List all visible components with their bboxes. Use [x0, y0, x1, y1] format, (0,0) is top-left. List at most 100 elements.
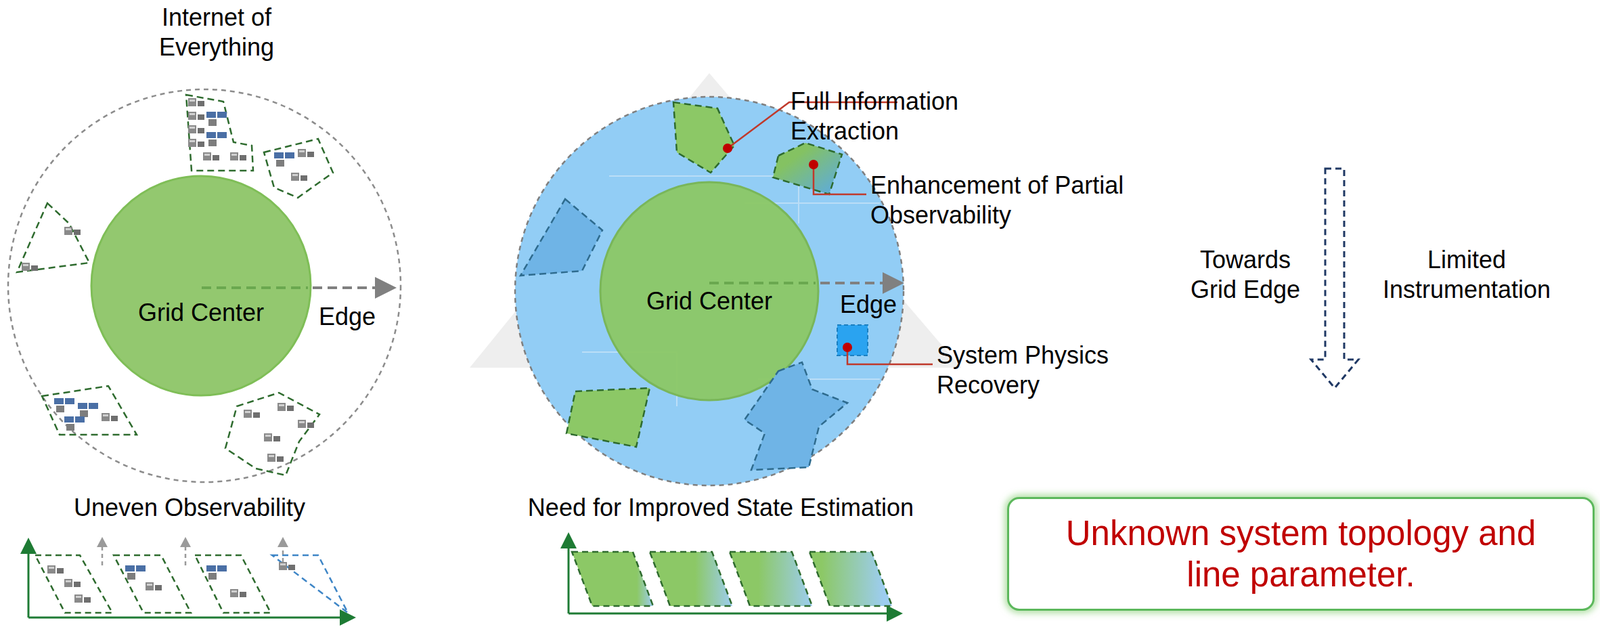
svg-use: [243, 409, 260, 418]
grid-center-circle: Grid Center: [91, 175, 311, 396]
svg-use: [77, 402, 99, 417]
svg-use: [54, 397, 75, 413]
svg-polygon: [649, 551, 733, 606]
svg-use: [278, 561, 296, 570]
svg-line: [27, 541, 30, 618]
svg-polyline: [847, 347, 933, 365]
svg-polygon: [263, 138, 333, 198]
node-text: Grid Center: [138, 297, 264, 327]
svg-use: [74, 594, 91, 603]
svg-g: [722, 143, 853, 352]
svg-circle: [91, 175, 311, 396]
svg-circle: [600, 182, 819, 400]
svg-use: [188, 111, 205, 120]
callout-text: Enhancement of Partial Observability: [870, 170, 1125, 231]
svg-use: [297, 419, 315, 428]
svg-line: [184, 544, 187, 566]
node-text: Grid Center: [646, 286, 773, 316]
svg-g: [28, 541, 352, 618]
svg-path: [96, 536, 108, 547]
svg-use: [230, 588, 247, 597]
svg-use: [297, 148, 315, 158]
svg-g: [35, 554, 348, 613]
svg-use: [64, 416, 85, 431]
grid-center-circle: Grid Center: [600, 182, 819, 400]
svg-polygon: [571, 551, 654, 606]
svg-path: [1310, 168, 1359, 388]
svg-use: [64, 578, 81, 587]
panel-title: Internet of Everything: [101, 2, 332, 63]
svg-use: [267, 453, 284, 462]
svg-line: [567, 536, 570, 614]
svg-use: [21, 262, 38, 271]
svg-use: [274, 152, 295, 167]
svg-use: [277, 402, 294, 411]
svg-polygon: [566, 387, 650, 447]
svg-rect: [837, 324, 868, 356]
svg-line: [101, 544, 104, 566]
panel-caption: Uneven Observability: [27, 492, 352, 523]
svg-line: [709, 281, 816, 285]
svg-use: [206, 111, 227, 126]
svg-path: [277, 536, 289, 547]
svg-g: [47, 561, 296, 603]
svg-polygon: [272, 554, 348, 613]
svg-line: [201, 286, 308, 290]
callout-text: Full Information Extraction: [790, 86, 1048, 147]
svg-polygon: [744, 362, 848, 470]
axis-label: Edge: [309, 301, 385, 332]
svg-path: [180, 536, 191, 547]
svg-circle: [842, 342, 853, 352]
arrow-label: Limited Instrumentation: [1365, 245, 1569, 305]
svg-polygon: [35, 554, 113, 613]
axis-label: Edge: [831, 289, 906, 320]
svg-use: [291, 172, 308, 181]
highlight-box: Unknown system topology and line paramet…: [1007, 496, 1595, 611]
svg-use: [230, 152, 247, 161]
svg-use: [101, 412, 118, 421]
svg-use: [47, 565, 64, 574]
svg-use: [145, 582, 162, 591]
svg-use: [125, 565, 146, 580]
svg-use: [188, 125, 205, 134]
svg-line: [28, 616, 352, 619]
svg-polygon: [186, 94, 254, 171]
svg-use: [188, 138, 205, 147]
svg-circle: [8, 89, 401, 482]
svg-g: [96, 536, 289, 566]
node-text: Unknown system topology and line paramet…: [1043, 512, 1559, 595]
svg-use: [263, 433, 281, 442]
svg-use: [206, 131, 227, 147]
svg-polygon: [16, 203, 90, 273]
svg-polygon: [673, 102, 735, 173]
svg-use: [206, 565, 227, 580]
svg-line: [312, 286, 392, 290]
svg-polyline: [813, 164, 867, 195]
svg-polygon: [772, 142, 842, 195]
panel-caption: Need for Improved State Estimation: [473, 492, 968, 523]
svg-polygon: [41, 385, 137, 435]
svg-circle: [722, 143, 733, 153]
svg-g: [520, 102, 848, 470]
svg-polygon: [520, 198, 603, 276]
svg-g: [16, 94, 333, 476]
svg-line: [820, 281, 899, 285]
svg-line: [568, 612, 899, 615]
svg-use: [203, 152, 220, 161]
arrow-label: Towards Grid Edge: [1177, 245, 1314, 305]
svg-polygon: [225, 392, 320, 476]
svg-polygon: [194, 554, 271, 613]
svg-use: [188, 98, 205, 107]
svg-line: [282, 544, 285, 562]
svg-g: [21, 98, 315, 462]
svg-use: [64, 226, 81, 235]
svg-g: [571, 551, 893, 606]
svg-polygon: [809, 551, 893, 606]
callout-text: System Physics Recovery: [936, 340, 1140, 400]
svg-polygon: [729, 551, 813, 606]
svg-circle: [808, 159, 819, 170]
svg-g: [568, 536, 899, 614]
svg-g: [582, 175, 880, 407]
svg-polygon: [113, 554, 191, 613]
